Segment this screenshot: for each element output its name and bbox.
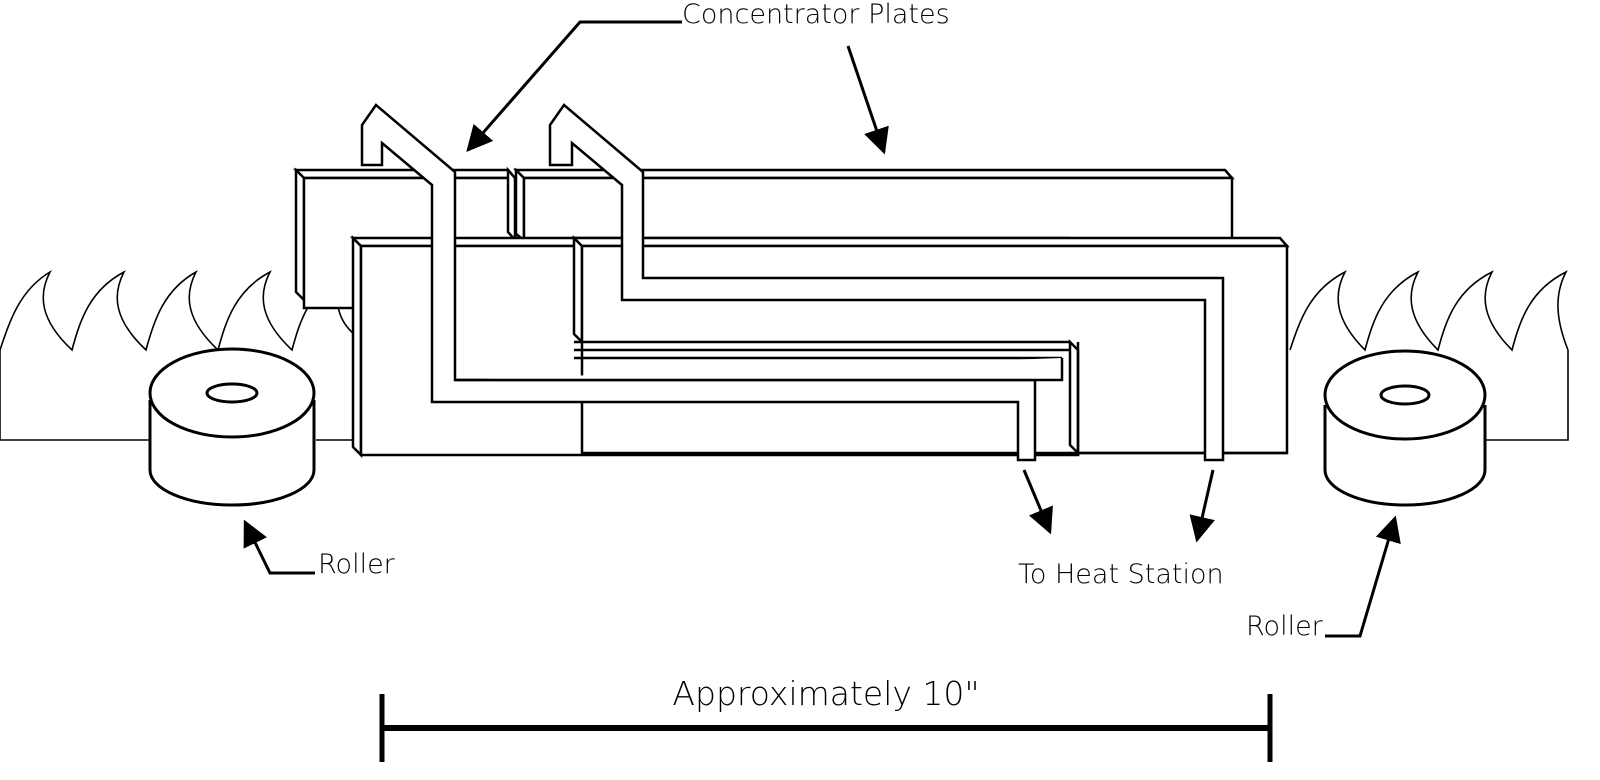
roller-right-shape [1323, 349, 1487, 507]
heat-arrow-right [1189, 469, 1215, 543]
label-concentrator-plates: Concentrator Plates [682, 0, 950, 30]
roller-left-shape [148, 347, 316, 507]
heat-pipe-right [548, 103, 1225, 462]
heat-arrow-left [1022, 469, 1053, 535]
roller-right-arrow [1325, 515, 1401, 638]
label-roller-right: Roller [1246, 611, 1324, 642]
label-to-heat-station: To Heat Station [1018, 559, 1224, 590]
label-dimension: Approximately 10" [672, 674, 979, 713]
label-roller-left: Roller [318, 549, 396, 580]
ground-left [0, 269, 356, 441]
leader-arrows [243, 20, 1401, 638]
dimension-line [379, 694, 1273, 762]
roller-left-arrow [243, 519, 315, 575]
ground-right [1289, 270, 1569, 441]
heat-pipe-left [360, 103, 1064, 462]
concentrator-arrow-right [846, 45, 889, 155]
concentrator-arrow-left [466, 20, 682, 152]
front-plate-right [570, 234, 1290, 457]
